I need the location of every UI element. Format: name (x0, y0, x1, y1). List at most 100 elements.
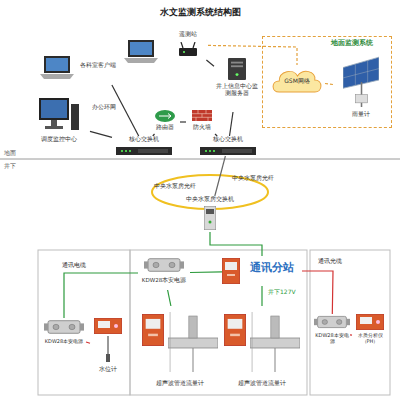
firewall: 防火墙 (186, 110, 218, 134)
icon-part (227, 274, 235, 276)
probe-icon (106, 336, 110, 362)
kdw-icon (314, 314, 350, 330)
icon-part (51, 120, 57, 126)
node-label: 核心交换机 (196, 136, 260, 143)
icon-part (170, 312, 171, 372)
icon-part (360, 317, 372, 324)
icon-part (314, 319, 318, 325)
connector-line (261, 286, 262, 306)
icon-part (114, 324, 118, 328)
icon-part (181, 42, 183, 48)
redbox-icon (94, 318, 122, 334)
pump-room-switch: 中央水泵房交换机 (182, 196, 238, 232)
node-label: 地面监测系统 (315, 40, 389, 47)
node-label: 防火墙 (186, 124, 218, 131)
icon-part (106, 354, 110, 362)
icon-part (322, 320, 327, 325)
icon-part (356, 314, 384, 330)
icon-part (45, 126, 63, 129)
node-label: 超声波管道流量计 (140, 380, 220, 386)
node-label: KDW28本安电源 (138, 277, 190, 283)
client-laptops: 各科室客户端 (40, 40, 160, 85)
connector-line (168, 290, 171, 306)
icon-part (231, 65, 243, 67)
node-label: KDW28本安电源 (42, 339, 86, 345)
node-label: 水位计 (90, 366, 126, 373)
kdw-icon (144, 256, 184, 274)
text-label: 井下127V (268, 289, 296, 296)
icon-part (130, 42, 152, 55)
connector-line (210, 232, 262, 256)
icon-part (236, 73, 239, 76)
connector-line (86, 342, 90, 343)
icon-part (204, 206, 216, 230)
server: 井上信息中心监测服务器 (214, 58, 260, 112)
grouter-icon (155, 110, 175, 122)
area-panel (38, 250, 130, 395)
tower-icon (228, 58, 246, 80)
icon-part (271, 316, 279, 338)
wifi-icon (179, 42, 197, 56)
core-switch: 核心交换机 (196, 136, 260, 156)
connector-line (112, 85, 139, 136)
text-label: 中央水泵房光纤 (232, 175, 274, 181)
node-label: 路由器 (150, 124, 180, 131)
comm-substation: 通讯分站 (222, 256, 302, 286)
icon-part (94, 318, 122, 334)
icon-part (142, 314, 164, 346)
switch-icon (116, 147, 172, 155)
connector-line (190, 271, 222, 273)
network-cloud: GSM网络 (269, 65, 325, 95)
power-supply: KDW28本安电源 (42, 318, 86, 352)
kdw-icon (44, 318, 84, 336)
node-label: 遥测站 (168, 31, 208, 38)
ground-line (0, 159, 400, 160)
icon-part (108, 336, 109, 354)
icon-part (159, 114, 171, 119)
icon-part (252, 312, 253, 372)
connector-line (206, 60, 214, 66)
water-level-meter: 水位计 (90, 318, 126, 380)
icon-part (209, 221, 212, 224)
node-label: KDW28本安电源 (314, 333, 350, 345)
connector-line (90, 131, 112, 137)
firewall-icon (192, 110, 212, 121)
icon-part (206, 209, 214, 214)
icon-part (128, 40, 154, 57)
text-label: 中央水泵房光纤 (154, 183, 196, 189)
icon-part (273, 71, 321, 92)
connector-line (215, 156, 226, 196)
icon-part (225, 262, 237, 270)
laptop-icon (40, 56, 74, 80)
icon-part (192, 110, 212, 121)
connector-line (230, 112, 234, 136)
diagram-title: 水文监测系统结构图 (0, 6, 400, 19)
icon-part (228, 319, 243, 329)
icon-part (116, 147, 172, 155)
cabinet-icon (142, 314, 164, 346)
icon-part (179, 48, 197, 56)
icon-part (121, 150, 123, 152)
icon-part (228, 58, 246, 80)
connector-line (350, 334, 352, 335)
icon-part (69, 324, 75, 329)
icon-part (180, 261, 184, 268)
icon-part (144, 261, 148, 268)
text-label: 办公环网 (92, 104, 116, 111)
water-quality-analyzer: 水质分析仪（PH） (352, 314, 388, 358)
icon-part (222, 149, 252, 153)
icon-part (155, 110, 175, 122)
telemetry-station: 遥测站 (168, 30, 208, 60)
icon-part (124, 58, 158, 63)
connector-line (325, 84, 333, 85)
node-label: 水质分析仪（PH） (352, 333, 388, 345)
icon-part (200, 147, 256, 155)
icon-part (274, 348, 275, 372)
icon-part (129, 150, 131, 152)
node-label: 调度监控中心 (28, 136, 90, 143)
icon-part (44, 56, 70, 73)
icon-part (192, 110, 212, 121)
icon-part (98, 321, 110, 328)
icon-part (148, 334, 158, 336)
icon-part (183, 51, 185, 53)
